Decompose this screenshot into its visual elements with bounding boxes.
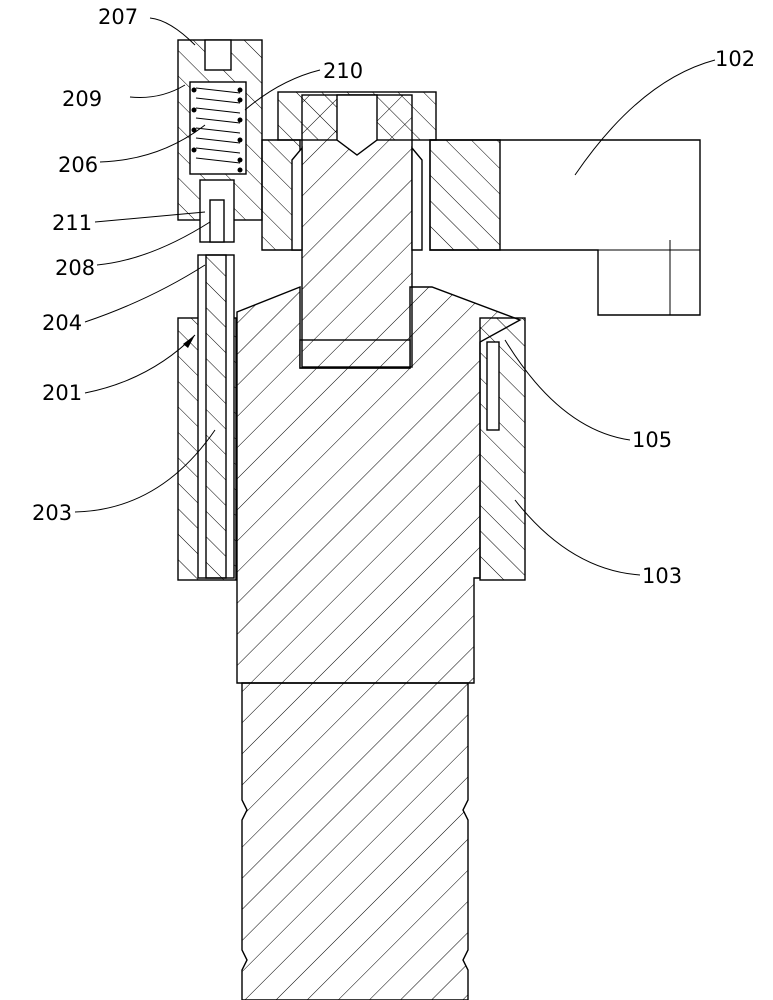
block-102-section	[430, 140, 500, 250]
label-208: 208	[55, 256, 95, 280]
label-105: 105	[632, 428, 672, 452]
label-206: 206	[58, 153, 98, 177]
label-207: 207	[98, 5, 138, 29]
plug-207	[205, 40, 231, 70]
label-204: 204	[42, 311, 82, 335]
label-103: 103	[642, 564, 682, 588]
label-201: 201	[42, 381, 82, 405]
label-209: 209	[62, 87, 102, 111]
sleeve-inner-right	[487, 342, 499, 430]
pin-203-core	[206, 255, 226, 578]
label-203: 203	[32, 501, 72, 525]
label-211: 211	[52, 211, 92, 235]
label-102: 102	[715, 47, 755, 71]
label-210: 210	[323, 59, 363, 83]
lower-shaft	[242, 683, 468, 1000]
